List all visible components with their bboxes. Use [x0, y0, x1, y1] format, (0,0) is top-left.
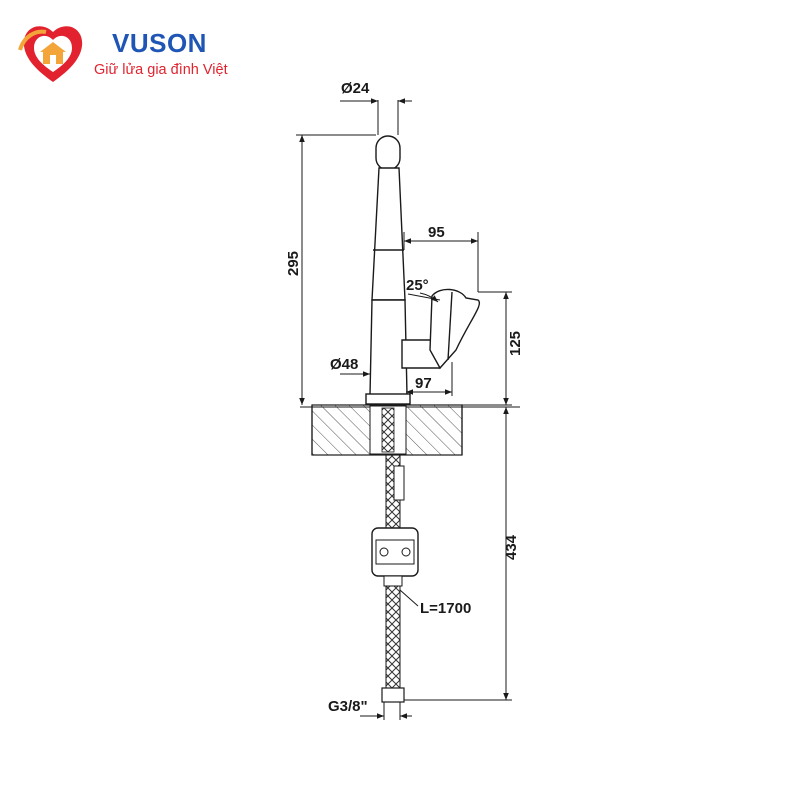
countertop-section	[300, 404, 520, 456]
faucet-handle	[401, 288, 481, 370]
supply-hose	[371, 454, 419, 703]
dim-handle-reach: 95	[428, 224, 445, 241]
dim-hose-length: L=1700	[420, 600, 471, 617]
dim-spout-diameter: Ø24	[341, 80, 370, 97]
faucet-body	[365, 135, 411, 405]
dim-base-to-handle: 97	[415, 375, 432, 392]
dim-total-height: 295	[285, 251, 302, 276]
dim-base-diameter: Ø48	[330, 356, 358, 373]
dim-connection-thread: G3/8"	[328, 698, 368, 715]
dim-handle-angle: 25°	[406, 277, 429, 294]
dim-below-counter-length: 434	[503, 534, 520, 560]
brand-slogan: Giữ lửa gia đình Việt	[94, 62, 228, 78]
brand-name: VUSON	[112, 28, 207, 58]
dim-handle-height: 125	[507, 331, 524, 356]
brand-header: VUSON Giữ lửa gia đình Việt	[18, 22, 278, 86]
house-heart-icon	[18, 26, 83, 83]
dimension-lines	[296, 98, 512, 720]
